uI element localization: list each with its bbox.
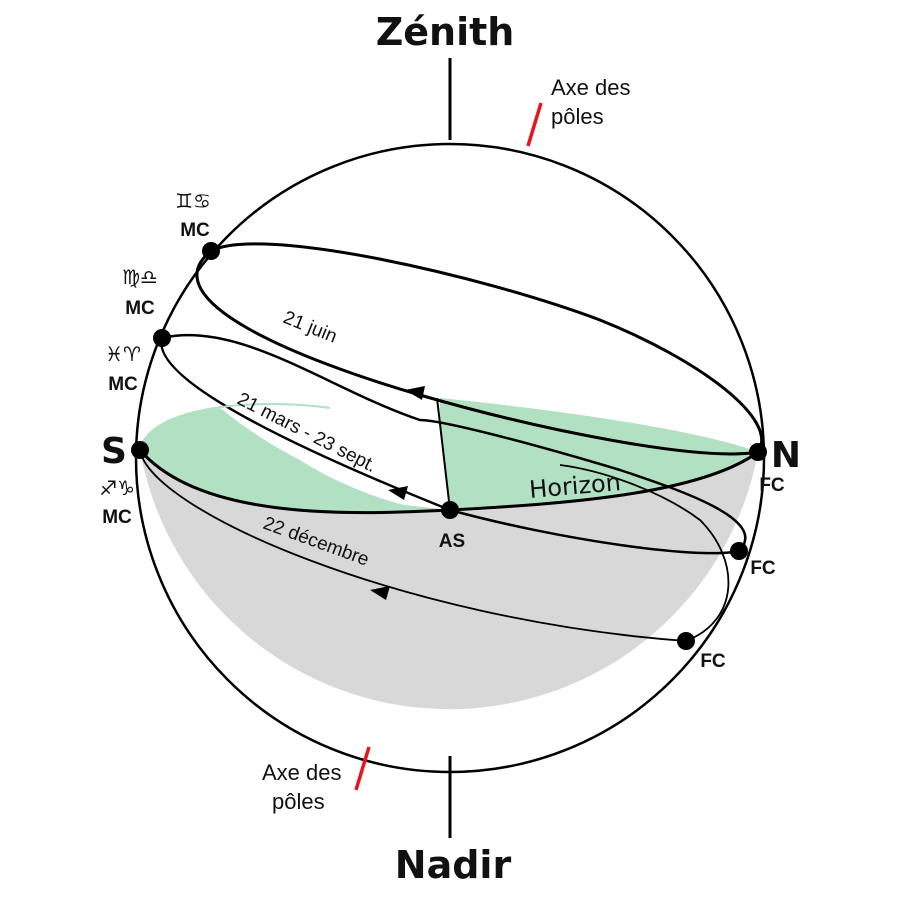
nadir-label: Nadir xyxy=(395,843,512,887)
mc-symbols-gemini-cancer: ♊♋ xyxy=(175,189,211,213)
south-dot xyxy=(131,441,149,459)
meridian-line xyxy=(436,397,451,511)
mc-label-gemini-cancer: MC xyxy=(180,220,210,241)
fc-label-middle: FC xyxy=(750,558,776,579)
pole-axis-top-mark xyxy=(526,102,543,147)
fc-dot-lower xyxy=(677,632,695,650)
equinox-arrow xyxy=(388,486,408,500)
mc-dot-gemini-cancer xyxy=(202,242,220,260)
mc-label-pisces-aries: MC xyxy=(108,374,138,395)
mc-label-virgo-libra: MC xyxy=(125,298,155,319)
fc-label-lower: FC xyxy=(700,651,726,672)
pole-axis-top-label-2: pôles xyxy=(551,104,604,129)
equinox-path xyxy=(160,333,747,555)
horizon-back-edge xyxy=(139,403,331,451)
as-label: AS xyxy=(439,531,465,552)
north-label: N xyxy=(771,435,801,476)
mc-symbols-pisces-aries: ♓♈ xyxy=(105,342,141,366)
pole-axis-bottom-label-1: Axe des xyxy=(262,760,342,785)
below-horizon-region xyxy=(140,450,758,710)
fc-label-north: FC xyxy=(759,475,785,496)
north-dot xyxy=(749,443,767,461)
zenith-label: Zénith xyxy=(376,10,515,54)
pole-axis-top-label-1: Axe des xyxy=(551,75,631,100)
mc-symbols-sagittarius-capricorn: ♐♑ xyxy=(99,476,135,500)
lower-hemisphere xyxy=(140,450,758,710)
mc-symbols-virgo-libra: ♍♎ xyxy=(122,265,158,289)
december-path xyxy=(139,449,730,642)
pole-axis-bottom-mark xyxy=(354,746,371,791)
june-path-label: 21 juin xyxy=(280,307,340,347)
south-label: S xyxy=(101,431,127,472)
december-arrow xyxy=(370,586,390,600)
as-dot xyxy=(441,501,459,519)
pole-axis-bottom-label-2: pôles xyxy=(272,789,325,814)
june-arrow xyxy=(405,386,425,400)
mc-label-sagittarius-capricorn: MC xyxy=(102,507,132,528)
fc-dot-middle xyxy=(730,542,748,560)
mc-dot-virgo-libra xyxy=(153,329,171,347)
meridian-cut xyxy=(162,338,450,510)
